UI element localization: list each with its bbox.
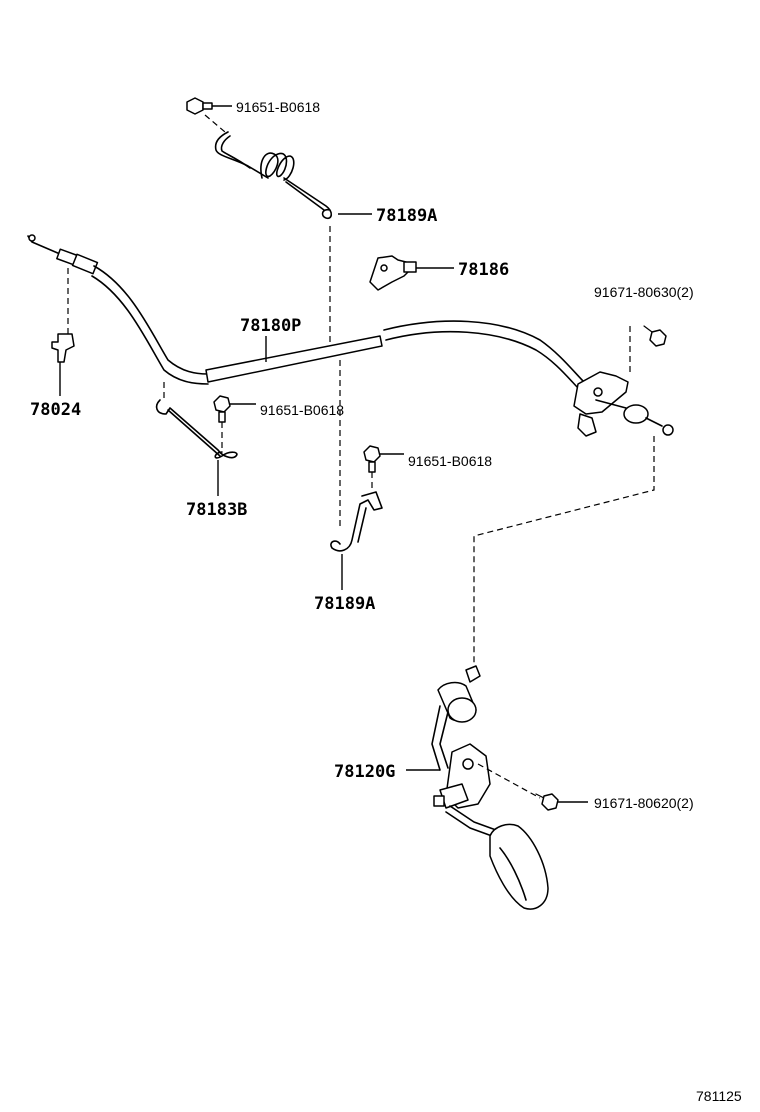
bolt-pedal-drawing <box>535 793 588 811</box>
label-bolt-mid-left: 91651-B0618 <box>260 402 344 418</box>
bolt-mid-drawing <box>363 445 404 473</box>
label-cable-78180p: 78180P <box>240 316 301 336</box>
spring-top-drawing <box>214 131 333 220</box>
label-clip-78024: 78024 <box>30 400 81 420</box>
label-bolt-top: 91651-B0618 <box>236 99 320 115</box>
bracket-78186-drawing <box>369 255 454 291</box>
label-bolt-pedal: 91671-80620(2) <box>594 795 694 811</box>
label-bolt-right: 91671-80630(2) <box>594 284 694 300</box>
label-spring-bottom: 78189A <box>314 594 375 614</box>
spring-bottom-drawing <box>330 491 383 552</box>
bolt-pedal-dash <box>477 763 541 799</box>
label-pedal-78120g: 78120G <box>334 762 395 782</box>
clamp-78183b-drawing <box>155 399 238 459</box>
label-bracket-78186: 78186 <box>458 260 509 280</box>
label-spring-top: 78189A <box>376 206 437 226</box>
cable-left-end-drawing <box>27 234 209 385</box>
clip-78024-drawing <box>51 333 75 363</box>
bolt-top-drawing <box>186 97 232 115</box>
label-bolt-mid: 91651-B0618 <box>408 453 492 469</box>
cable-right-end-drawing <box>573 371 674 437</box>
pedal-connection-dash <box>473 436 655 666</box>
pedal-78120g-drawing <box>431 665 549 910</box>
bolt-right-drawing <box>643 325 667 347</box>
bolt-mid-left-drawing <box>213 395 256 423</box>
label-clamp-78183b: 78183B <box>186 500 247 520</box>
bolt-top-dash <box>204 114 226 133</box>
diagram-ref-code: 781125 <box>696 1088 742 1104</box>
cable-78180p-drawing <box>205 320 585 391</box>
